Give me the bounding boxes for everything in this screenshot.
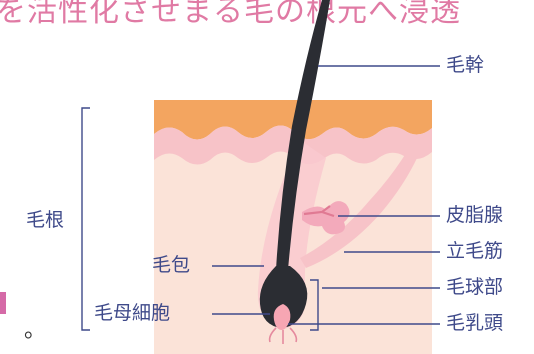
- label-arrector-pili: 立毛筋: [446, 242, 503, 261]
- label-bulb: 毛球部: [446, 278, 503, 297]
- label-follicle: 毛包: [152, 256, 190, 275]
- label-shaft: 毛幹: [446, 56, 484, 75]
- pink-edge-mark: [0, 292, 6, 314]
- label-matrix-cells: 毛母細胞: [94, 304, 170, 323]
- label-papilla: 毛乳頭: [446, 314, 503, 333]
- root-bracket: [82, 108, 90, 330]
- trailing-period: 。: [24, 312, 46, 344]
- label-sebaceous-gland: 皮脂腺: [446, 206, 503, 225]
- label-root: 毛根: [26, 211, 64, 230]
